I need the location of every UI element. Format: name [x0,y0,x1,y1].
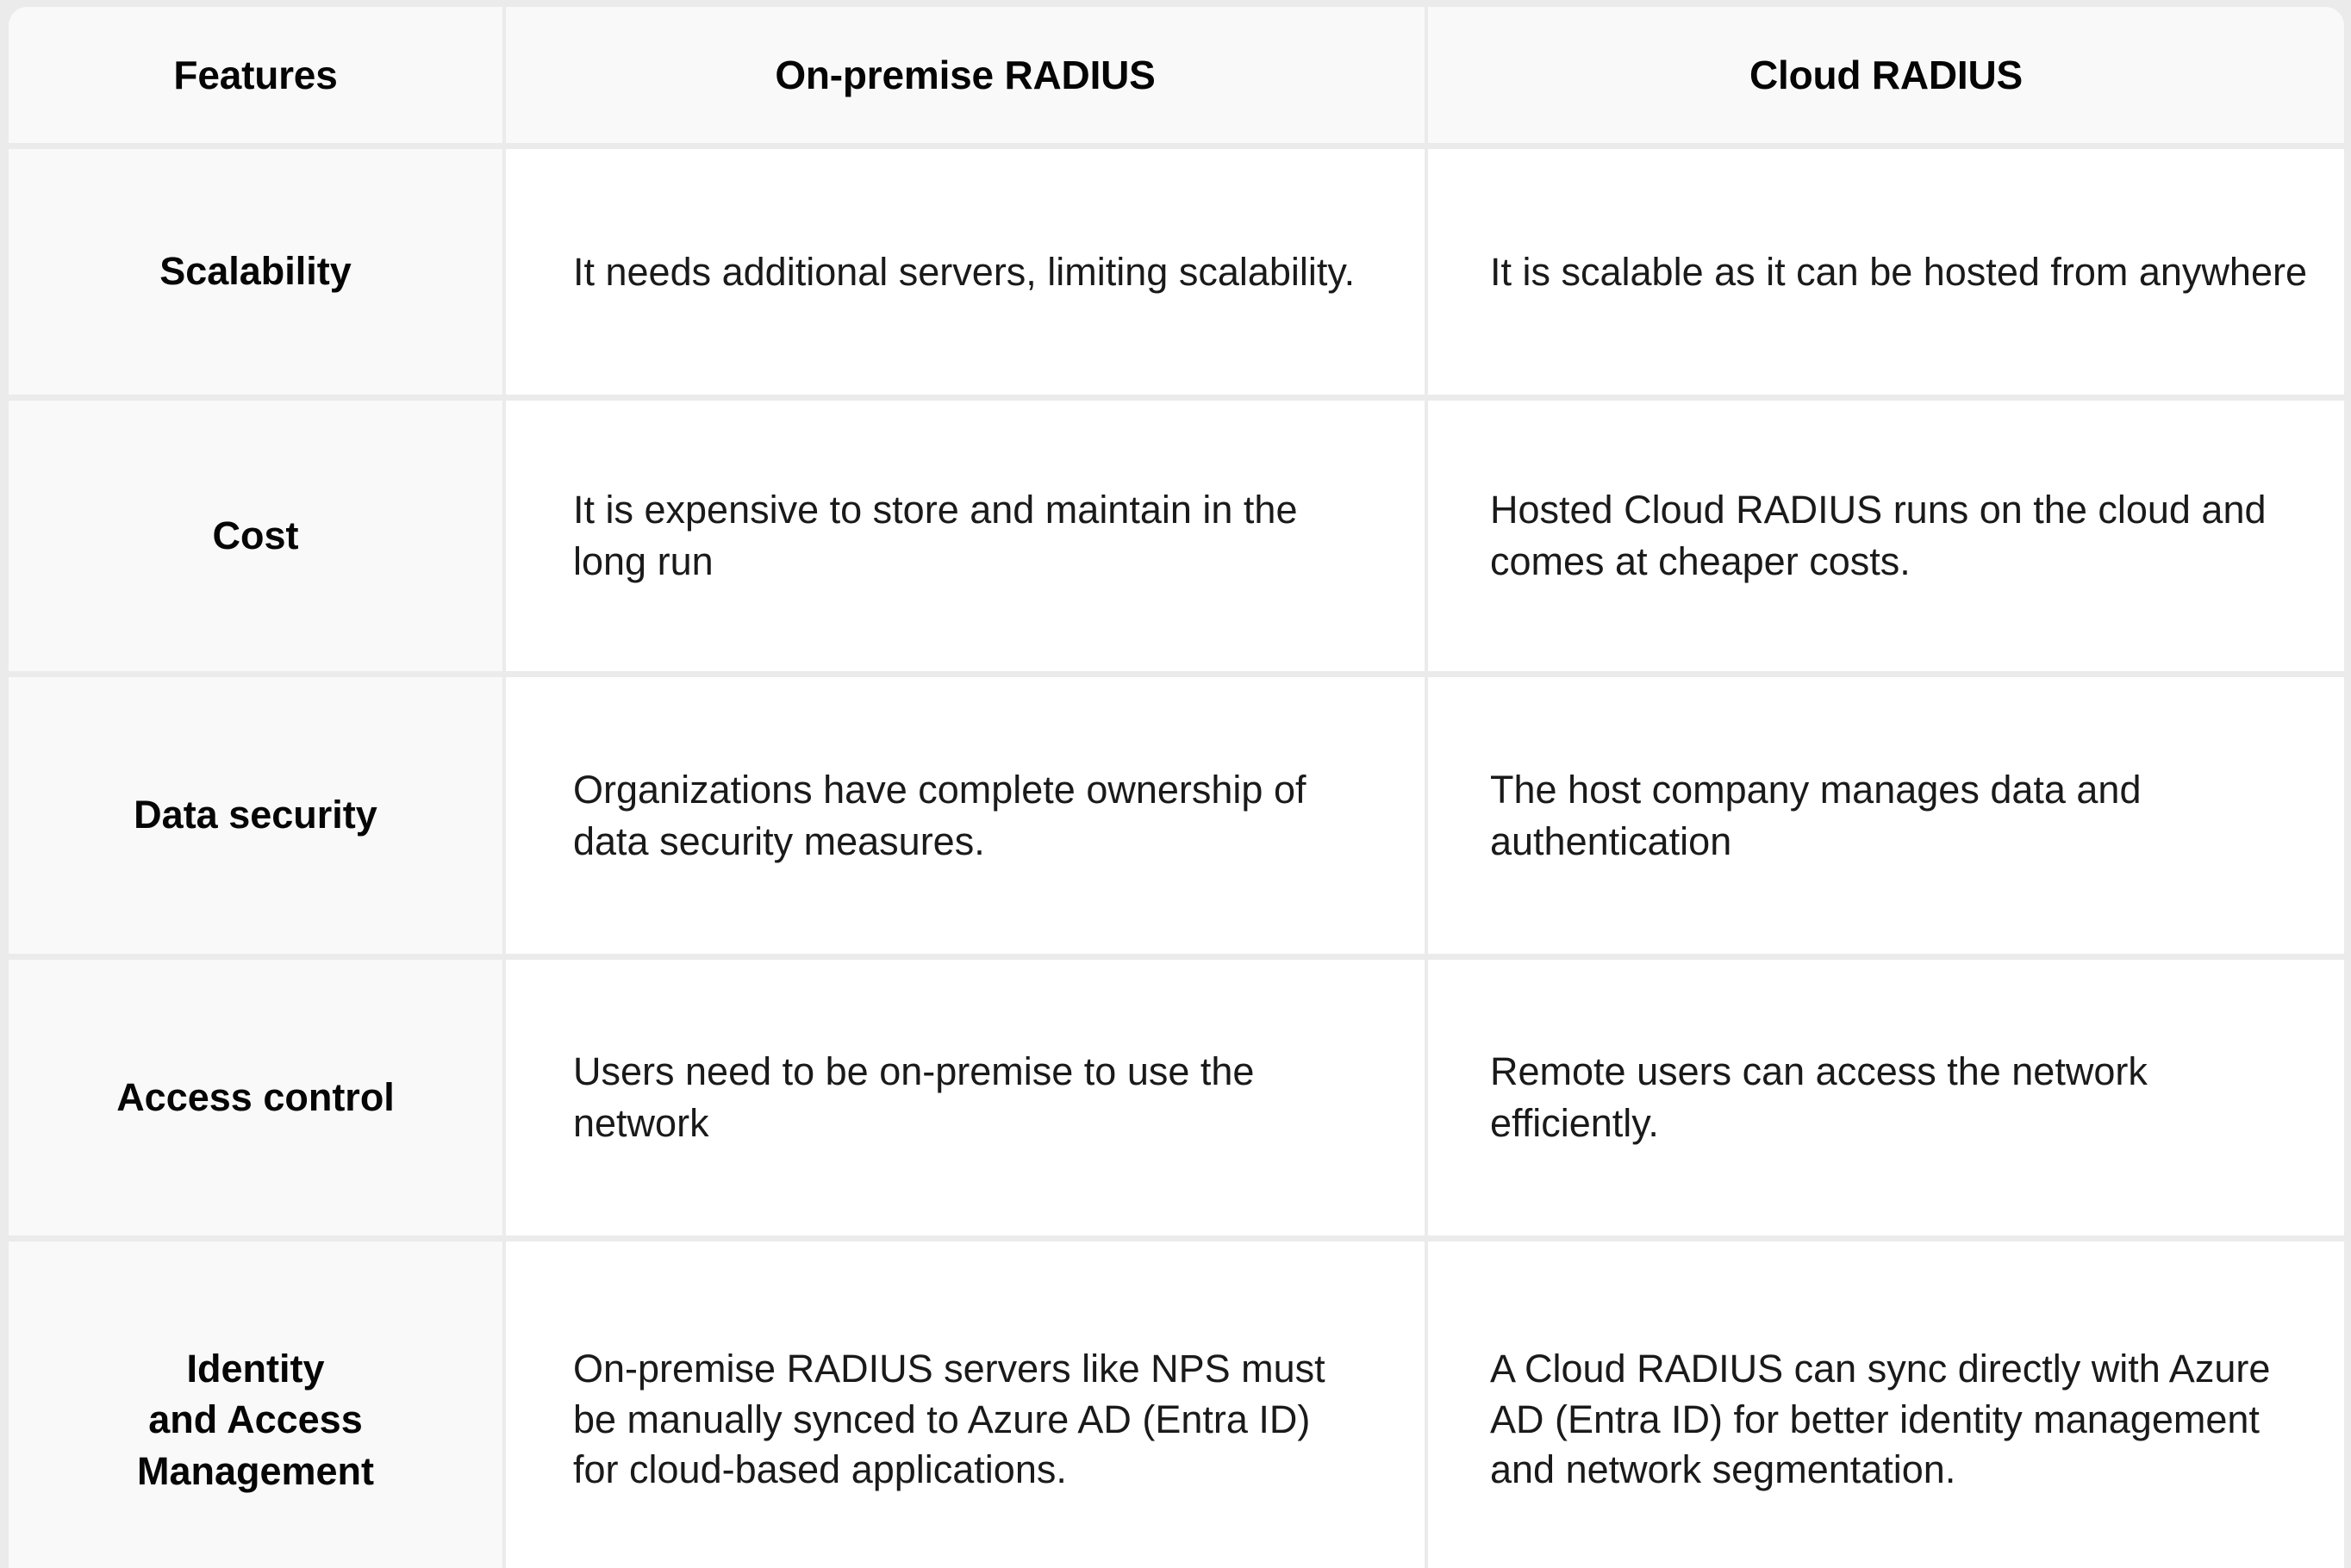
column-header-features: Features [9,7,504,146]
radius-comparison-table: Features On-premise RADIUS Cloud RADIUS … [9,7,2344,1568]
cloud-cell-scalability: It is scalable as it can be hosted from … [1426,146,2344,398]
on-premise-cell-access-control: Users need to be on-premise to use the n… [504,957,1426,1239]
feature-label-scalability: Scalability [9,146,504,398]
column-header-on-premise-radius: On-premise RADIUS [504,7,1426,146]
on-premise-cell-scalability: It needs additional servers, limiting sc… [504,146,1426,398]
on-premise-cell-identity-and-access-management: On-premise RADIUS servers like NPS must … [504,1239,1426,1568]
table-body: Scalability It needs additional servers,… [9,146,2344,1568]
feature-label-access-control: Access control [9,957,504,1239]
on-premise-cell-cost: It is expensive to store and maintain in… [504,398,1426,675]
cloud-cell-identity-and-access-management: A Cloud RADIUS can sync directly with Az… [1426,1239,2344,1568]
column-header-cloud-radius: Cloud RADIUS [1426,7,2344,146]
cloud-cell-access-control: Remote users can access the network effi… [1426,957,2344,1239]
cloud-cell-cost: Hosted Cloud RADIUS runs on the cloud an… [1426,398,2344,675]
table-row: Access control Users need to be on-premi… [9,957,2344,1239]
table-header: Features On-premise RADIUS Cloud RADIUS [9,7,2344,146]
cloud-cell-data-security: The host company manages data and authen… [1426,675,2344,957]
header-row: Features On-premise RADIUS Cloud RADIUS [9,7,2344,146]
on-premise-cell-data-security: Organizations have complete ownership of… [504,675,1426,957]
feature-label-cost: Cost [9,398,504,675]
comparison-table-container: Features On-premise RADIUS Cloud RADIUS … [9,7,2344,1568]
table-row: Scalability It needs additional servers,… [9,146,2344,398]
table-row: Data security Organizations have complet… [9,675,2344,957]
feature-label-data-security: Data security [9,675,504,957]
table-row: Identity and Access Management On-premis… [9,1239,2344,1568]
table-row: Cost It is expensive to store and mainta… [9,398,2344,675]
feature-label-identity-and-access-management: Identity and Access Management [9,1239,504,1568]
